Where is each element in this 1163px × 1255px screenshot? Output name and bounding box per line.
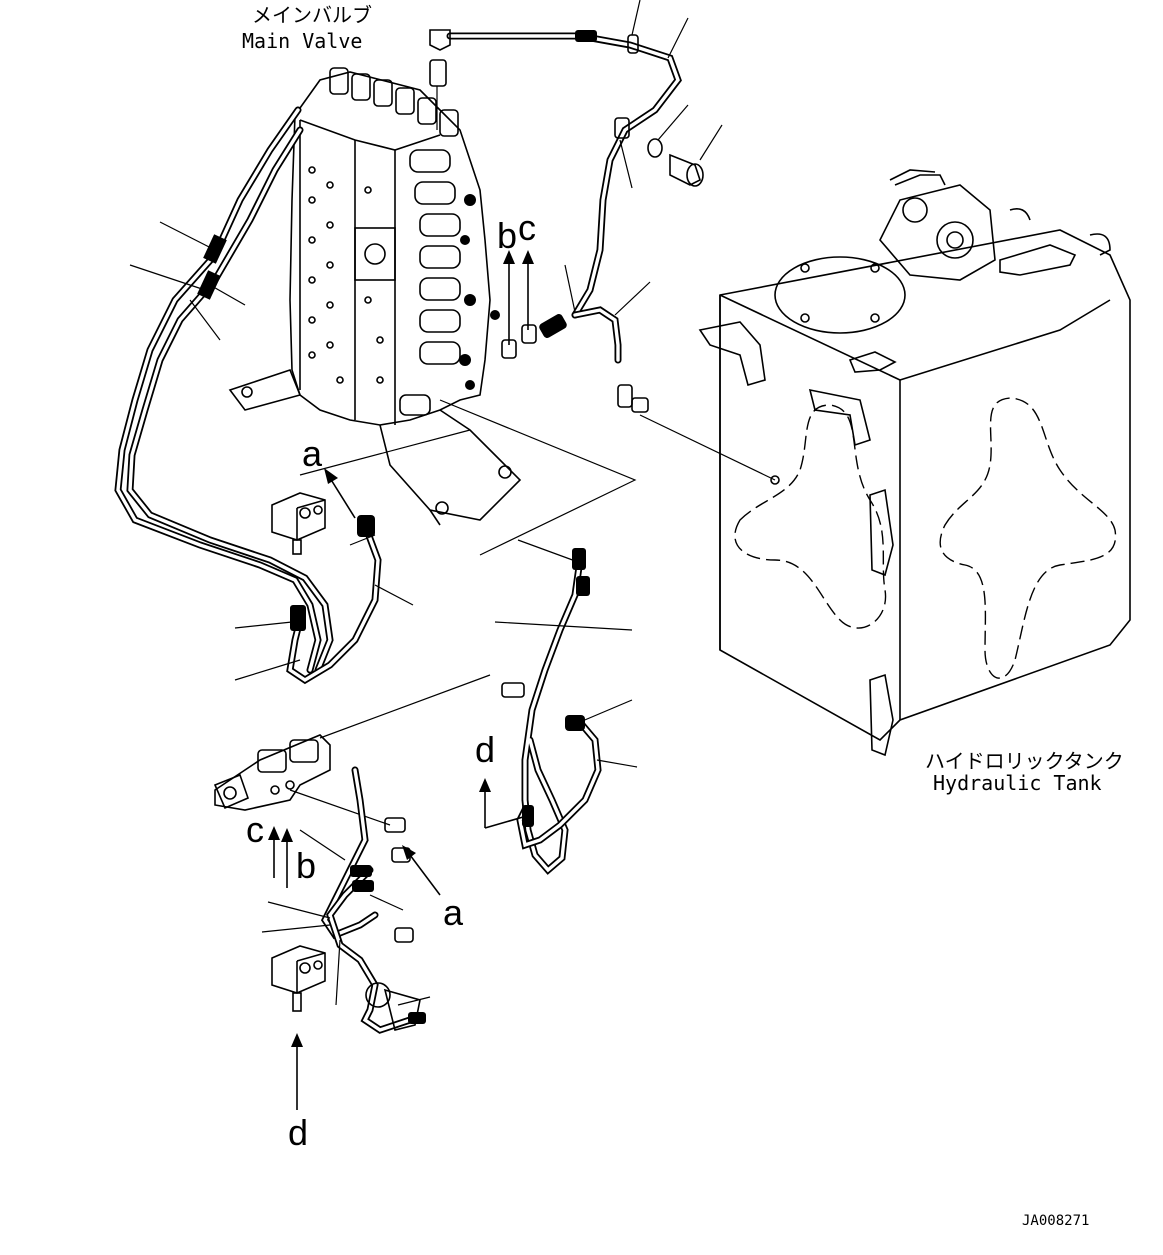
valve-port-holes: [308, 166, 384, 384]
center-hoses: [319, 548, 602, 875]
marker-c-bottom: c: [246, 809, 264, 850]
left-long-hose: [114, 106, 334, 674]
top-return-hose: [429, 29, 704, 413]
valve-top-caps: [329, 67, 459, 137]
marker-d-middle: d: [475, 729, 495, 770]
main-valve-label-jp: メインバルブ: [252, 3, 372, 27]
drawing-number: JA008271: [1022, 1213, 1089, 1229]
main-valve-label-en: Main Valve: [242, 29, 362, 53]
pilot-block-lower: [271, 945, 326, 1012]
pilot-block-upper: [271, 492, 326, 555]
valve-spool-caps: [399, 149, 500, 416]
marker-a-bottom: a: [443, 892, 464, 933]
leader-lines: [129, 0, 723, 1006]
center-left-hose: [286, 515, 382, 685]
hydraulic-tank-label-en: Hydraulic Tank: [933, 771, 1102, 795]
marker-b-bottom: b: [296, 845, 316, 886]
main-valve-assembly: [228, 67, 522, 526]
marker-a-top: a: [302, 433, 323, 474]
marker-d-bottom: d: [288, 1112, 308, 1153]
hydraulic-tank: [639, 169, 1131, 757]
hydraulic-tank-label-jp: ハイドロリックタンク: [925, 749, 1124, 773]
lower-valve-assembly: [213, 734, 426, 1034]
marker-b-top: b: [497, 215, 517, 256]
connection-arrows: [268, 250, 534, 1110]
text-labels: メインバルブ Main Valve ハイドロリックタンク Hydraulic T…: [242, 3, 1124, 1229]
marker-c-top: c: [518, 207, 536, 248]
